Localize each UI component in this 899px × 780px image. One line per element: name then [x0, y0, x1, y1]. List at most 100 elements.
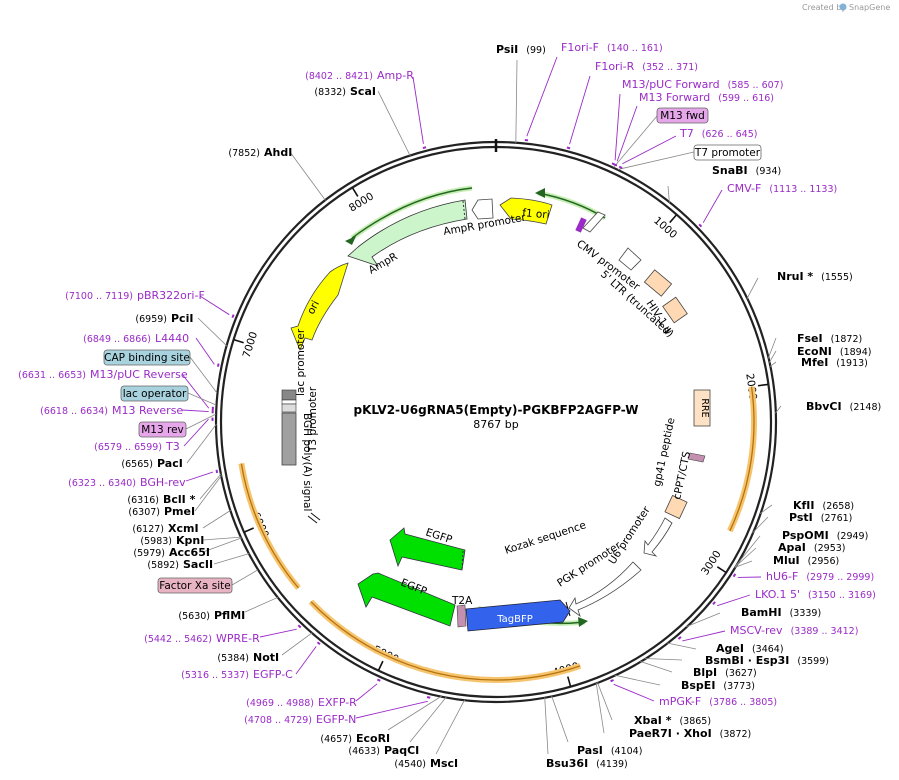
enzyme-pflmi[interactable]: (5630)PflMI [178, 609, 245, 622]
enzyme-pcii[interactable]: (6959)PciI [135, 312, 193, 325]
primer-pbr322ori-f[interactable]: (7100 .. 7119)pBR322ori-F [65, 289, 205, 302]
callout-leader-t7-promoter [617, 151, 695, 170]
primer-name: BGH-rev [140, 476, 186, 489]
enzyme-msci[interactable]: (4540)MscI [394, 757, 458, 770]
primer-m13-reverse[interactable]: (6618 .. 6634)M13 Reverse [40, 404, 183, 417]
enzyme-xbai[interactable]: XbaI *(3865) [634, 714, 711, 727]
leader-ecori [387, 695, 442, 731]
primer-sites: F1ori-F(140 .. 161) F1ori-R(352 .. 371) M1… [18, 41, 876, 726]
primer-mark-wpre-r [297, 624, 302, 629]
callout-lac-operator[interactable]: lac operator [120, 385, 189, 402]
enzyme-psti[interactable]: PstI(2761) [789, 511, 852, 524]
enzyme-agei[interactable]: AgeI(3464) [716, 642, 784, 655]
primer-mark-lko-1-5 [712, 601, 716, 606]
primer-t7[interactable]: T7(626 .. 645) [679, 127, 757, 140]
leader-psti [752, 516, 769, 534]
callout-t7-promoter[interactable]: T7 promoter [693, 144, 762, 161]
cppt-label: cPPT/CTS [671, 450, 693, 501]
lac-operator-box [281, 403, 297, 413]
primer-t3[interactable]: (6579 .. 6599)T3 [94, 440, 180, 453]
t3-promoter-label: T3 promoter [307, 386, 319, 453]
enzyme-nrui[interactable]: NruI *(1555) [777, 270, 853, 283]
enzyme-paci[interactable]: (6565)PacI [121, 457, 182, 470]
primer-mpgk-f[interactable]: mPGK-F(3786 .. 3805) [659, 695, 777, 708]
enzyme-acc65i[interactable]: (5979)Acc65I [133, 546, 210, 559]
enzyme-kpni[interactable]: (5983)KpnI [140, 534, 204, 547]
cppt-box [664, 494, 688, 520]
primer-m13-forward[interactable]: M13 Forward(599 .. 616) [639, 91, 774, 104]
enzyme-ahdi[interactable]: (7852)AhdI [228, 146, 292, 159]
enzyme-paer7i-xhoi[interactable]: PaeR7I · XhoI(3872) [629, 727, 751, 740]
enzyme-mlui[interactable]: MluI(2956) [773, 554, 839, 567]
enzyme-paqci[interactable]: (4633)PaqCI [348, 744, 419, 757]
leader-pcii [197, 317, 228, 347]
enzyme-econi[interactable]: EcoNI(1894) [797, 345, 871, 358]
primer-range: (6579 .. 6599) [94, 442, 162, 453]
callout-leader-m13-fwd [613, 115, 658, 168]
enzyme-pspomi[interactable]: PspOMI(2949) [782, 529, 868, 542]
primer-wpre-r[interactable]: (5442 .. 5462)WPRE-R [144, 632, 260, 645]
enzyme-bsu36i[interactable]: Bsu36I(4139) [546, 757, 628, 770]
rre-box [693, 389, 711, 427]
primer-egfp-c[interactable]: (5316 .. 5337)EGFP-C [181, 668, 293, 681]
callout-cap-binding-site[interactable]: CAP binding site [103, 349, 191, 366]
primer-leader-l4440 [195, 337, 215, 365]
enzyme-blpi[interactable]: BlpI(3627) [693, 666, 757, 679]
callout-m13-rev[interactable]: M13 rev [138, 421, 187, 438]
enzyme-position: (4104) [611, 746, 643, 757]
enzyme-name: ApaI [778, 541, 806, 554]
primer-mscv-rev[interactable]: MSCV-rev(3389 .. 3412) [730, 624, 858, 637]
enzyme-name: BamHI [741, 606, 782, 619]
primer-range: (626 .. 645) [702, 129, 758, 140]
enzyme-bbvci[interactable]: BbvCI(2148) [806, 400, 881, 413]
leader-snabi [667, 185, 670, 203]
enzyme-sacii[interactable]: (5892)SacII [147, 558, 213, 571]
enzyme-bspei[interactable]: BspEI(3773) [681, 679, 755, 692]
primer-hu6-f[interactable]: hU6-F(2979 .. 2999) [766, 570, 874, 583]
primer-bgh-rev[interactable]: (6323 .. 6340) BGH-rev [68, 476, 186, 489]
u6-promoter-arrow [643, 517, 673, 557]
primer-range: (6323 .. 6340) [68, 478, 136, 489]
primer-cmv-f[interactable]: CMV-F(1113 .. 1133) [727, 182, 837, 195]
primer-egfp-n[interactable]: (4708 .. 4729)EGFP-N [244, 713, 356, 726]
primer-exfp-r[interactable]: (4969 .. 4988)EXFP-R [246, 696, 357, 709]
enzyme-bsmbi-esp3i[interactable]: BsmBI · Esp3I(3599) [705, 654, 829, 667]
enzyme-bamhi[interactable]: BamHI(3339) [741, 606, 821, 619]
enzyme-xcmi[interactable]: (6127)XcmI [132, 522, 198, 535]
primer-m13-puc-forward[interactable]: M13/pUC Forward(585 .. 607) [622, 78, 783, 91]
callout-factor-xa-site[interactable]: Factor Xa site [157, 577, 233, 594]
primer-name: Amp-R [377, 69, 414, 82]
primer-l4440[interactable]: (6849 .. 6866)L4440 [83, 332, 189, 345]
leader-pflmi [244, 596, 279, 613]
enzyme-noti[interactable]: (5384)NotI [217, 651, 279, 664]
enzyme-pmei[interactable]: (6307)PmeI [128, 505, 195, 518]
callout-m13-fwd[interactable]: M13 fwd [656, 107, 709, 124]
enzyme-fsei[interactable]: FseI(1872) [797, 332, 862, 345]
enzyme-kfii[interactable]: KfII(2658) [793, 499, 854, 512]
enzyme-name: Acc65I [169, 546, 210, 559]
enzyme-position: (2761) [821, 513, 853, 524]
enzyme-name: AhdI [264, 146, 292, 159]
enzyme-name: XbaI * [634, 714, 672, 727]
enzyme-pasi[interactable]: PasI(4104) [577, 744, 642, 757]
leader-fsei [767, 337, 777, 359]
primer-m13-puc-reverse[interactable]: (6631 .. 6653)M13/pUC Reverse [18, 368, 188, 381]
tick-mark-7000 [233, 338, 244, 344]
lac-promoter-label: lac promoter [295, 328, 307, 396]
enzyme-mfei[interactable]: MfeI(1913) [801, 356, 868, 369]
primer-amp-r[interactable]: (8402 .. 8421)Amp-R [305, 69, 414, 82]
enzyme-ecori[interactable]: (4657)EcoRI [320, 732, 390, 745]
primer-f1ori-f[interactable]: F1ori-F(140 .. 161) [561, 41, 663, 54]
primer-f1ori-r[interactable]: F1ori-R(352 .. 371) [595, 60, 698, 73]
u6-promoter-label: U6 promoter [606, 504, 653, 567]
enzyme-scai[interactable]: (8332)ScaI [314, 85, 376, 98]
primer-lko-1-5[interactable]: LKO.1 5'(3150 .. 3169) [755, 588, 876, 601]
enzyme-bcli[interactable]: (6316)BclI * [127, 493, 195, 506]
enzyme-apai[interactable]: ApaI(2953) [778, 541, 846, 554]
primer-range: (6849 .. 6866) [83, 334, 151, 345]
callout-box [103, 349, 191, 366]
enzyme-snabi[interactable]: SnaBI(934) [712, 164, 781, 177]
enzyme-psii[interactable]: PsiI(99) [496, 43, 546, 56]
enzyme-name: BspEI [681, 679, 715, 692]
